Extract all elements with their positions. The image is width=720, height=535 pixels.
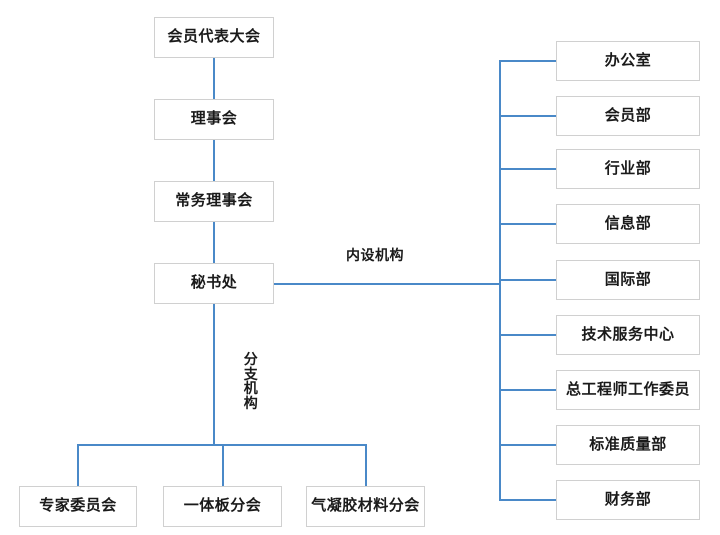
connector-bus-to-branch-aerogel-material (364, 444, 367, 486)
connector-node-general-assembly-to-node-council (213, 58, 215, 99)
branch-expert-committee[interactable]: 专家委员会 (19, 486, 137, 527)
internal-departments-label: 内设机构 (346, 245, 404, 265)
connector-trunk-to-dept-chief-engineer-committee (499, 389, 556, 391)
dept-finance[interactable]: 财务部 (556, 480, 700, 520)
node-general-assembly[interactable]: 会员代表大会 (154, 17, 274, 58)
dept-tech-service-center[interactable]: 技术服务中心 (556, 315, 700, 355)
connector-trunk-to-dept-office (499, 60, 556, 62)
connector-bus-to-branch-expert-committee (77, 444, 79, 486)
connector-trunk-to-dept-membership (499, 115, 556, 117)
dept-standard-quality[interactable]: 标准质量部 (556, 425, 700, 465)
node-secretariat[interactable]: 秘书处 (154, 263, 274, 304)
connector-secretariat-to-branch-bus (213, 304, 215, 446)
connector-trunk-to-dept-tech-service-center (499, 334, 556, 336)
dept-industry[interactable]: 行业部 (556, 149, 700, 189)
connector-trunk-to-dept-international (499, 279, 556, 281)
connector-secretariat-to-internal-trunk (274, 282, 501, 285)
dept-information[interactable]: 信息部 (556, 204, 700, 244)
connector-node-standing-council-to-node-secretariat (213, 222, 215, 263)
dept-chief-engineer-committee[interactable]: 总工程师工作委员 (556, 370, 700, 410)
branch-integrated-board[interactable]: 一体板分会 (163, 486, 282, 527)
node-standing-council[interactable]: 常务理事会 (154, 181, 274, 222)
connector-trunk-to-dept-industry (499, 168, 556, 170)
node-council[interactable]: 理事会 (154, 99, 274, 140)
branch-aerogel-material[interactable]: 气凝胶材料分会 (306, 486, 425, 527)
connector-trunk-to-dept-finance (499, 499, 556, 501)
connector-bus-to-branch-integrated-board (221, 444, 224, 486)
dept-office[interactable]: 办公室 (556, 41, 700, 81)
branch-organizations-label: 分支机构 (243, 350, 259, 413)
connector-trunk-to-dept-standard-quality (499, 444, 556, 446)
dept-international[interactable]: 国际部 (556, 260, 700, 300)
connector-node-council-to-node-standing-council (213, 140, 215, 181)
connector-trunk-to-dept-information (499, 223, 556, 225)
dept-membership[interactable]: 会员部 (556, 96, 700, 136)
